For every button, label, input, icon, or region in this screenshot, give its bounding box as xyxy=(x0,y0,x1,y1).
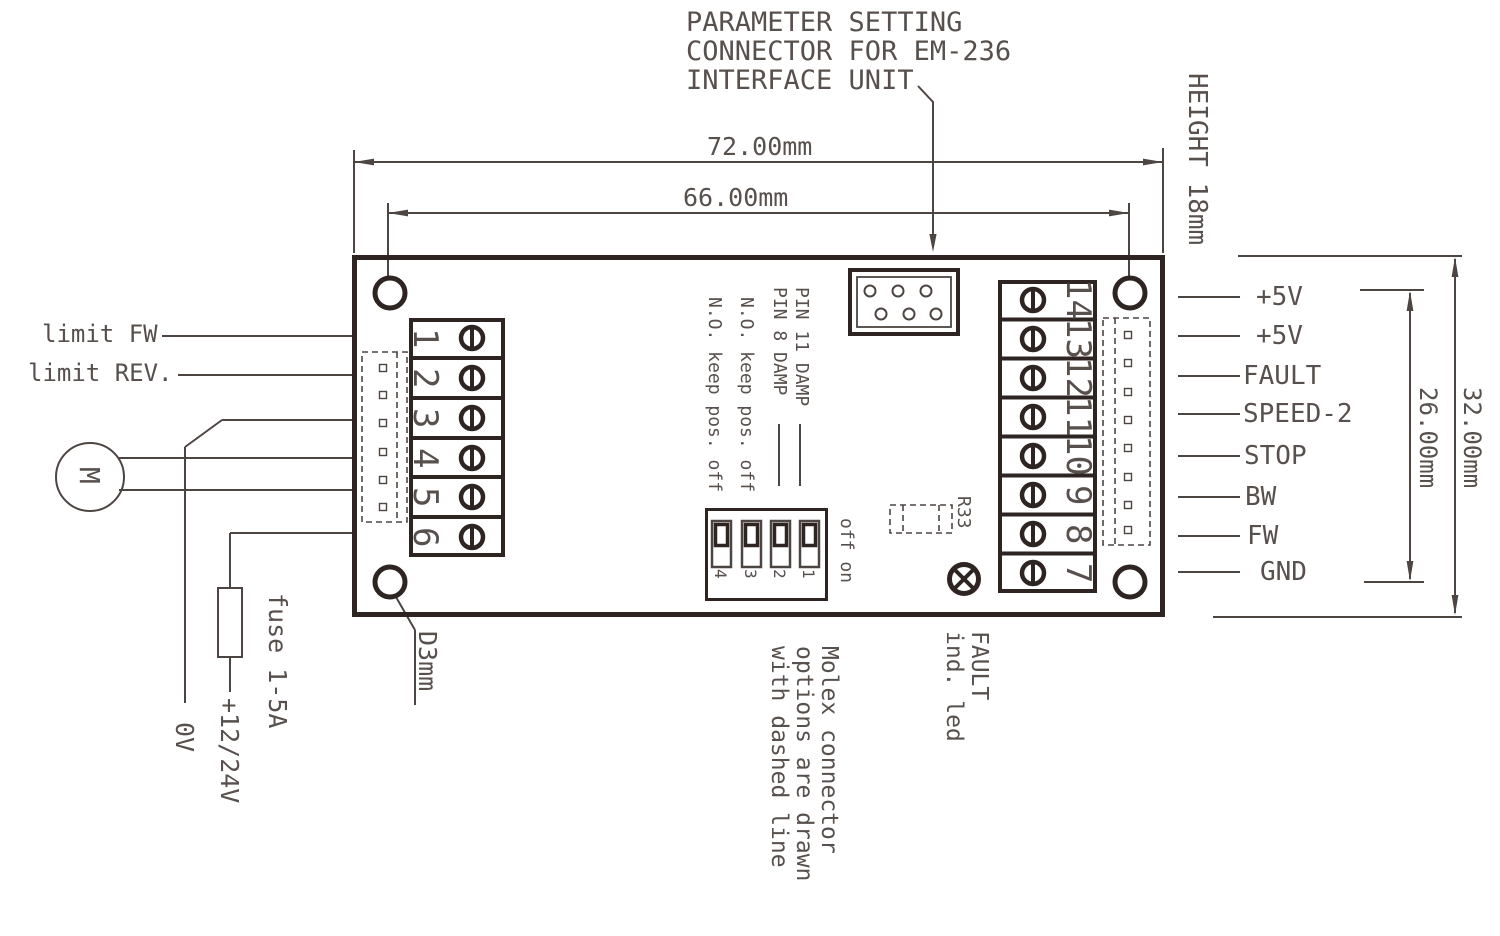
supply-plus-label: +12/24V xyxy=(215,698,244,804)
right-molex-pins xyxy=(1123,330,1133,535)
dip-switch-number: 1 xyxy=(799,569,818,579)
dim-26mm-label: 26.00mm xyxy=(1414,387,1442,489)
molex-note: Molex connector options are drawn with d… xyxy=(766,646,842,882)
left-terminal-number: 4 xyxy=(405,448,445,469)
dim-32mm-label: 32.00mm xyxy=(1458,387,1486,489)
external-wiring xyxy=(119,335,352,703)
board-outline xyxy=(352,255,1165,617)
left-molex-pins xyxy=(378,363,388,512)
dip-switch xyxy=(705,508,828,601)
dip-switch-handles xyxy=(713,522,818,548)
right-pin-wires xyxy=(1178,296,1240,573)
pin-signal-label: STOP xyxy=(1244,441,1307,471)
parameter-connector xyxy=(848,268,960,336)
right-terminal-screws xyxy=(1019,286,1047,587)
fault-led-symbol xyxy=(947,562,981,596)
motor-letter: M xyxy=(73,467,106,484)
fuse-label: fuse 1-5A xyxy=(263,593,292,729)
right-terminal-number: 11 xyxy=(1058,396,1098,437)
left-molex-connector xyxy=(361,351,408,523)
dip-switch-number: 4 xyxy=(711,569,730,579)
resistor-r33 xyxy=(889,504,953,534)
fault-led-note: FAULT ind. led xyxy=(941,631,992,742)
title-annotation: PARAMETER SETTING CONNECTOR FOR EM-236 I… xyxy=(686,7,1012,97)
dim-72mm-label: 72.00mm xyxy=(707,132,813,161)
right-molex-connector xyxy=(1102,317,1151,546)
dip-label-leaders xyxy=(778,424,801,486)
pin-signal-label: BW xyxy=(1245,482,1277,512)
left-terminal-number: 5 xyxy=(405,487,445,508)
dip-label-pin8: PIN 8 DAMP xyxy=(769,287,790,396)
right-terminal-number: 10 xyxy=(1058,435,1098,476)
left-terminal-number: 2 xyxy=(405,368,445,389)
left-terminal-screws xyxy=(458,324,486,551)
pin-signal-label: +5V xyxy=(1256,321,1303,351)
height-note-label: HEIGHT 18mm xyxy=(1182,73,1212,246)
dip-switch-number: 3 xyxy=(741,569,760,579)
dip-switch-number: 2 xyxy=(770,569,789,579)
fuse-symbol xyxy=(217,587,243,658)
dip-off-on-label: off on xyxy=(836,518,857,584)
right-terminal-number: 8 xyxy=(1058,524,1098,545)
pin-signal-label: FAULT xyxy=(1243,361,1322,391)
motor-symbol xyxy=(55,442,125,512)
dip-switch-slots xyxy=(710,519,821,569)
pin-signal-label: FW xyxy=(1247,521,1279,551)
limit-fw-label: limit FW xyxy=(42,320,158,348)
pin-signal-label: GND xyxy=(1260,557,1307,587)
pin-signal-label: SPEED-2 xyxy=(1243,399,1353,429)
dimension-arrowheads xyxy=(354,158,1459,615)
right-terminal-number: 12 xyxy=(1058,357,1098,398)
right-terminal-number: 14 xyxy=(1058,279,1098,320)
right-terminal-number: 9 xyxy=(1058,485,1098,506)
supply-zero-label: 0V xyxy=(170,722,199,753)
left-terminal-number: 1 xyxy=(405,328,445,349)
dim-66mm-label: 66.00mm xyxy=(683,183,789,212)
r33-label: R33 xyxy=(953,496,974,529)
left-terminal-number: 6 xyxy=(405,527,445,548)
dip-label-pin11: PIN 11 DAMP xyxy=(791,287,812,407)
right-terminal-block xyxy=(998,280,1097,593)
right-terminal-number: 7 xyxy=(1058,563,1098,584)
limit-rev-label: limit REV. xyxy=(28,359,173,387)
hole-diameter-label: D3mm xyxy=(413,631,442,692)
mounting-holes xyxy=(372,275,1148,600)
left-terminal-number: 3 xyxy=(405,408,445,429)
dip-label-no-keep-pos-2: N.O. keep pos. off xyxy=(704,297,725,493)
pin-signal-label: +5V xyxy=(1256,282,1303,312)
left-terminal-block xyxy=(409,318,505,557)
right-terminal-number: 13 xyxy=(1058,318,1098,359)
dip-label-no-keep-pos-1: N.O. keep pos. off xyxy=(736,297,757,493)
